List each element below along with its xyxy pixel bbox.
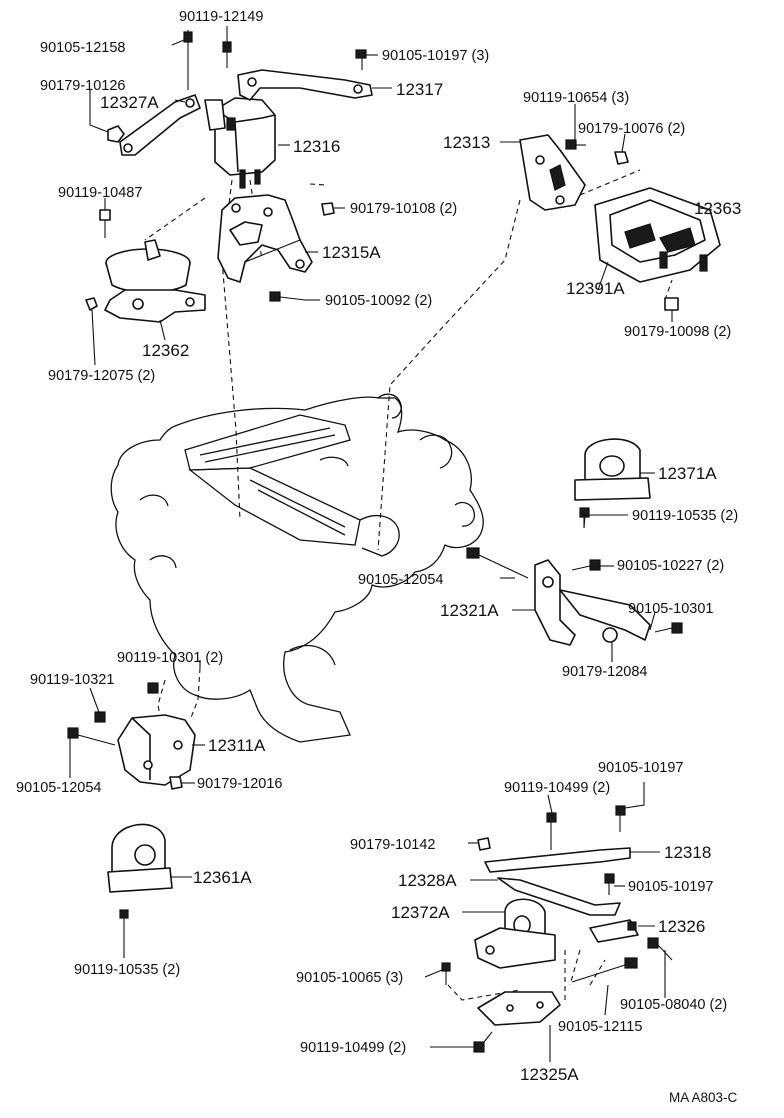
bolt-90105-10092 [269,291,306,302]
label-90105-08040-2: 90105-08040 (2) [620,997,727,1013]
label-90105-10227-2: 90105-10227 (2) [617,558,724,574]
label-90119-10487: 90119-10487 [58,185,142,201]
label-90119-10654-3: 90119-10654 (3) [523,90,629,106]
label-90119-10499-2-bottom: 90119-10499 (2) [300,1040,406,1056]
label-90179-10108-2: 90179-10108 (2) [350,201,457,217]
label-12362: 12362 [142,341,189,360]
label-90119-10301-2: 90119-10301 (2) [117,650,223,666]
part-12313-bracket [519,134,629,211]
label-90105-12054-right: 90105-12054 [358,572,443,588]
label-90179-10076-2: 90179-10076 (2) [578,121,685,137]
bolt-group-top [99,31,367,238]
label-12361A: 12361A [193,868,252,887]
label-90105-10197-3: 90105-10197 (3) [382,48,489,64]
label-12313: 12313 [443,133,490,152]
label-12326: 12326 [658,917,705,936]
part-12372A-mount [474,898,556,969]
part-12311A-bracket [67,682,196,790]
label-12325A: 12325A [520,1065,579,1084]
label-12318: 12318 [664,843,711,862]
label-90105-10301: 90105-10301 [628,601,713,617]
part-12391A-12363-mount [594,187,721,311]
label-90105-12054-left: 90105-12054 [16,780,101,796]
part-12317-stay [237,69,373,101]
label-90105-10065-3: 90105-10065 (3) [296,970,403,986]
part-12362-mount [85,239,206,323]
label-12327A: 12327A [100,93,159,112]
label-90119-12149: 90119-12149 [179,9,263,25]
part-12371A-mount [574,438,651,528]
part-12315A-bracket [217,194,313,283]
label-90119-10535-2-left: 90119-10535 (2) [74,962,180,978]
label-12363: 12363 [694,199,741,218]
label-12372A: 12372A [391,903,450,922]
part-12325A-bracket [441,962,561,1053]
label-12315A: 12315A [322,243,381,262]
part-12327A-stay [119,94,201,156]
part-12326 [571,919,673,983]
engine-block-outline [110,393,484,743]
label-12371A: 12371A [658,464,717,483]
label-90179-12075-2: 90179-12075 (2) [48,368,155,384]
part-12318-12328A-stays [477,805,631,916]
label-90105-12158: 90105-12158 [40,40,125,56]
label-12317: 12317 [396,80,443,99]
part-12361A-mount [107,823,173,932]
label-12316: 12316 [293,137,340,156]
figure-code: MA A803-C [669,1090,738,1105]
label-90179-12084: 90179-12084 [562,664,647,680]
label-90179-12016: 90179-12016 [197,776,282,792]
label-90119-10535-2-right: 90119-10535 (2) [632,508,738,524]
leader-lines [69,26,713,1062]
label-90119-10321: 90119-10321 [30,672,114,688]
label-90179-10142: 90179-10142 [350,837,435,853]
label-90105-10197-top: 90105-10197 [598,760,683,776]
label-12391A: 12391A [566,279,625,298]
label-90105-10197-bottom: 90105-10197 [628,879,713,895]
label-90179-10098-2: 90179-10098 (2) [624,324,731,340]
label-12328A: 12328A [398,871,457,890]
label-90105-12115: 90105-12115 [558,1019,642,1035]
part-12321A-bracket [466,547,683,646]
part-number-labels: 90119-12149 90105-12158 90105-10197 (3) … [16,9,741,1105]
label-90105-10092-2: 90105-10092 (2) [325,293,432,309]
label-12321A: 12321A [440,601,499,620]
part-12316-mount [204,97,276,189]
label-90179-10126: 90179-10126 [40,78,125,94]
label-90119-10499-2-top: 90119-10499 (2) [504,780,610,796]
label-12311A: 12311A [208,736,266,755]
